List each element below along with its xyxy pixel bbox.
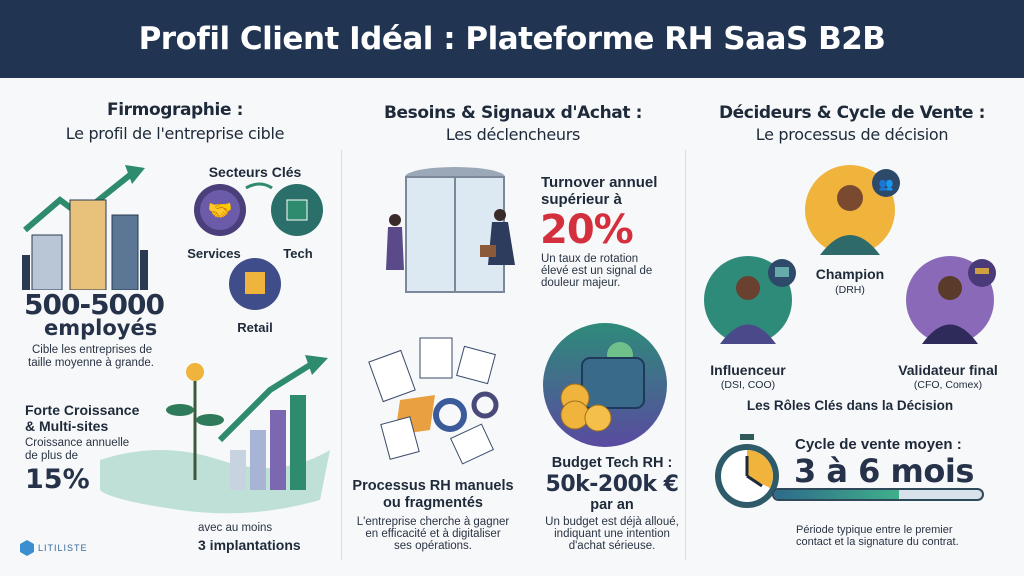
size-desc-1: Cible les entreprises de bbox=[32, 344, 153, 356]
firmo-subtitle: Le profil de l'entreprise cible bbox=[65, 124, 285, 143]
turnover-title-1: Turnover annuel bbox=[541, 174, 658, 191]
turnover-value: 20% bbox=[540, 207, 634, 253]
validator-avatar bbox=[906, 256, 996, 344]
besoins-title: Besoins & Signaux d'Achat : bbox=[383, 103, 643, 123]
turnover-title-2: supérieur à bbox=[541, 191, 622, 208]
shopping-bag-icon bbox=[245, 272, 265, 294]
column-divider bbox=[685, 150, 686, 560]
logo-text: LITILISTE bbox=[38, 543, 88, 553]
growth-map-illustration bbox=[100, 355, 330, 514]
influencer-avatar bbox=[704, 256, 796, 344]
cycle-value: 3 à 6 mois bbox=[794, 452, 974, 490]
city-growth-illustration bbox=[22, 165, 148, 290]
stopwatch-icon bbox=[715, 434, 779, 508]
process-desc-1: L'entreprise cherche à gagner bbox=[356, 516, 510, 528]
team-icon: 👥 bbox=[879, 177, 894, 191]
role-champion: Champion bbox=[815, 266, 885, 282]
process-title-1: Processus RH manuels bbox=[352, 478, 514, 494]
logo-hexagon-icon bbox=[20, 540, 34, 556]
size-value: 500-5000 bbox=[24, 288, 165, 321]
sites-desc: avec au moins bbox=[198, 522, 273, 534]
budget-value: 50k-200k € bbox=[545, 472, 679, 497]
budget-title: Budget Tech RH : bbox=[551, 455, 673, 471]
sector-retail: Retail bbox=[237, 320, 273, 335]
gavel-icon bbox=[975, 268, 989, 274]
decideurs-title: Décideurs & Cycle de Vente : bbox=[718, 103, 986, 123]
budget-desc-2: indiquant une intention bbox=[554, 528, 670, 540]
budget-desc-1: Un budget est déjà alloué, bbox=[545, 516, 679, 528]
besoins-subtitle: Les déclencheurs bbox=[445, 125, 581, 144]
cloud-chip-icon bbox=[286, 199, 308, 221]
brand-logo: LITILISTE bbox=[20, 540, 88, 556]
growth-title-1: Forte Croissance bbox=[25, 402, 140, 418]
process-desc-2: en efficacité et à digitaliser bbox=[365, 528, 501, 540]
cycle-desc-2: contact et la signature du contrat. bbox=[796, 536, 959, 548]
budget-desc-3: d'achat sérieuse. bbox=[568, 540, 656, 552]
decideurs-subtitle: Le processus de décision bbox=[755, 125, 949, 144]
process-desc-3: ses opérations. bbox=[394, 540, 472, 552]
cycle-progress-bar bbox=[772, 488, 984, 501]
sector-services: Services bbox=[187, 246, 241, 261]
page-title: Profil Client Idéal : Plateforme RH SaaS… bbox=[138, 21, 886, 57]
sector-tech: Tech bbox=[283, 246, 313, 261]
role-influencer-detail: (DSI, COO) bbox=[720, 379, 776, 391]
turnover-desc-2: élevé est un signal de bbox=[541, 265, 653, 277]
monitor-icon bbox=[775, 267, 789, 277]
budget-period: par an bbox=[590, 497, 634, 513]
process-title-2: ou fragmentés bbox=[383, 495, 483, 511]
cycle-desc-1: Période typique entre le premier bbox=[796, 524, 953, 536]
growth-title-2: & Multi-sites bbox=[25, 418, 109, 434]
wallet-budget-illustration bbox=[543, 323, 667, 447]
header-bar: Profil Client Idéal : Plateforme RH SaaS… bbox=[0, 0, 1024, 78]
role-validator-detail: (CFO, Comex) bbox=[913, 379, 983, 391]
decision-roles-illustration: 👥 bbox=[704, 165, 996, 344]
champion-avatar: 👥 bbox=[805, 165, 900, 255]
handshake-icon: 🤝 bbox=[208, 200, 233, 222]
growth-desc-2: de plus de bbox=[25, 450, 79, 462]
role-validator: Validateur final bbox=[898, 362, 998, 378]
fragmented-process-illustration bbox=[368, 337, 499, 465]
growth-desc-1: Croissance annuelle bbox=[25, 437, 130, 449]
roles-caption: Les Rôles Clés dans la Décision bbox=[746, 398, 954, 413]
cycle-title: Cycle de vente moyen : bbox=[795, 436, 962, 453]
turnover-desc-3: douleur majeur. bbox=[541, 277, 621, 289]
firmo-title: Firmographie : bbox=[107, 100, 243, 120]
size-unit: employés bbox=[44, 316, 158, 340]
sectors-title: Secteurs Clés bbox=[208, 164, 302, 180]
size-desc-2: taille moyenne à grande. bbox=[28, 357, 154, 369]
sites-value: 3 implantations bbox=[198, 537, 301, 553]
column-divider bbox=[341, 150, 342, 560]
growth-value: 15% bbox=[25, 464, 90, 495]
turnover-desc-1: Un taux de rotation bbox=[541, 253, 639, 265]
role-champion-detail: (DRH) bbox=[835, 284, 865, 296]
role-influencer: Influenceur bbox=[710, 362, 786, 378]
revolving-door-illustration bbox=[386, 167, 515, 293]
sectors-cycle-illustration: 🤝 bbox=[194, 182, 323, 310]
cycle-progress-fill bbox=[774, 490, 899, 499]
